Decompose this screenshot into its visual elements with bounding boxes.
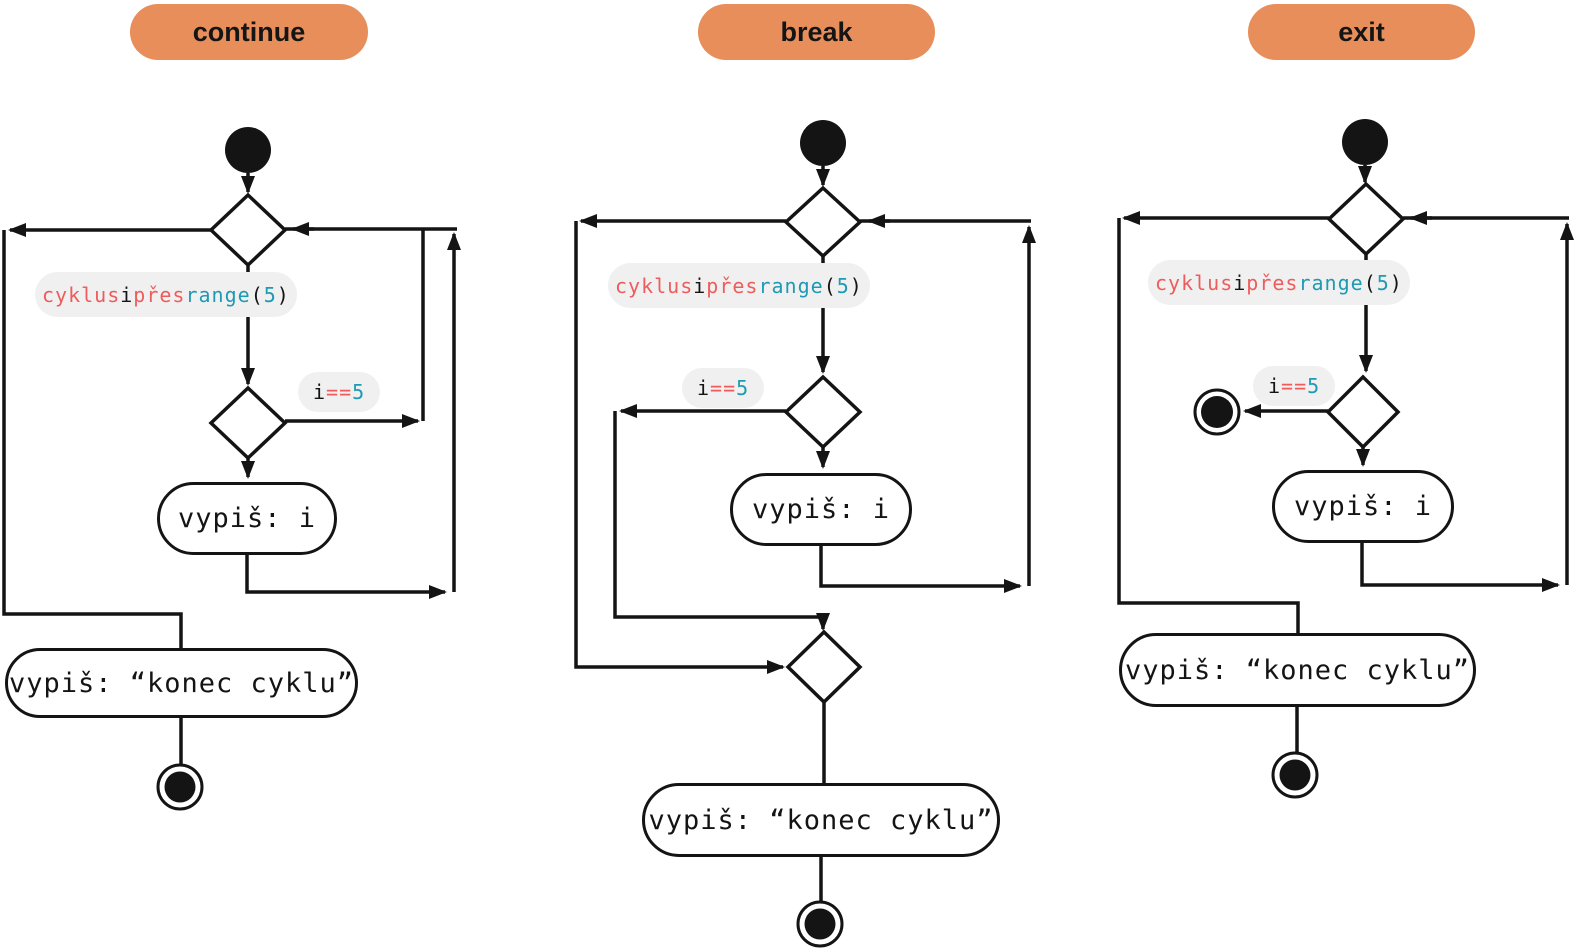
exit-diagram [1117,119,1574,799]
flow-edge [574,221,785,674]
code-token: i [697,376,711,400]
code-token: == [1281,374,1308,398]
exit-end-node [1201,396,1233,428]
print-end-box-exit: vypiš: “konec cyklu” [1119,633,1476,707]
code-token: i [1268,374,1282,398]
flow-edge [245,555,447,599]
title-break: break [698,4,935,60]
flow-edge [613,411,830,631]
code-token: přes [706,273,759,298]
code-token: ( [1363,270,1377,295]
end-node [164,771,196,803]
break-diagram [574,120,1036,948]
print-i-box-exit: vypiš: i [1272,470,1454,543]
code-token: cyklus [615,273,694,298]
title-continue: continue [130,4,368,60]
loop-decision-diamond [1326,181,1406,257]
code-token: ) [276,282,290,307]
code-token: range [1298,270,1364,295]
code-token: == [326,380,353,404]
merge-diamond [785,629,863,705]
start-node [800,120,846,166]
condition-decision-diamond [783,374,863,450]
end-node [1279,759,1311,791]
code-token: i [1233,270,1247,295]
code-token: přes [1246,270,1299,295]
code-token: přes [133,282,186,307]
condition-decision-diamond [1325,374,1401,450]
condition-label-break: i==5 [682,368,765,408]
code-token: 5 [836,273,850,298]
code-token: ) [1389,270,1403,295]
code-token: 5 [736,376,750,400]
end-node [804,908,836,940]
code-token: 5 [263,282,277,307]
code-token: == [710,376,737,400]
code-token: ( [823,273,837,298]
flow-edge [1117,218,1300,640]
flow-edge [2,230,183,656]
code-token: cyklus [42,282,121,307]
condition-decision-diamond [208,385,288,461]
code-token: i [693,273,707,298]
print-i-box-break: vypiš: i [730,473,912,546]
code-token: i [120,282,134,307]
code-token: cyklus [1155,270,1234,295]
code-token: range [758,273,824,298]
code-token: ( [250,282,264,307]
flow-edge [819,546,1022,593]
flow-edge [1360,543,1560,592]
title-exit: exit [1248,4,1475,60]
loop-decision-diamond [208,192,288,268]
start-node [1342,119,1388,165]
continue-diagram [2,127,461,811]
code-token: 5 [1376,270,1390,295]
loop-label-break: cyklus i přes range(5) [608,263,870,308]
print-end-box-continue: vypiš: “konec cyklu” [5,648,358,718]
code-token: 5 [352,380,366,404]
loop-label-continue: cyklus i přes range(5) [35,272,297,317]
loop-decision-diamond [783,185,863,259]
code-token: i [313,380,327,404]
print-i-box-continue: vypiš: i [157,482,337,555]
loop-label-exit: cyklus i přes range(5) [1148,260,1410,305]
condition-label-continue: i==5 [298,372,381,412]
code-token: 5 [1307,374,1321,398]
code-token: ) [849,273,863,298]
print-end-box-break: vypiš: “konec cyklu” [642,783,1000,857]
condition-label-exit: i==5 [1253,366,1336,406]
code-token: range [185,282,251,307]
start-node [225,127,271,173]
